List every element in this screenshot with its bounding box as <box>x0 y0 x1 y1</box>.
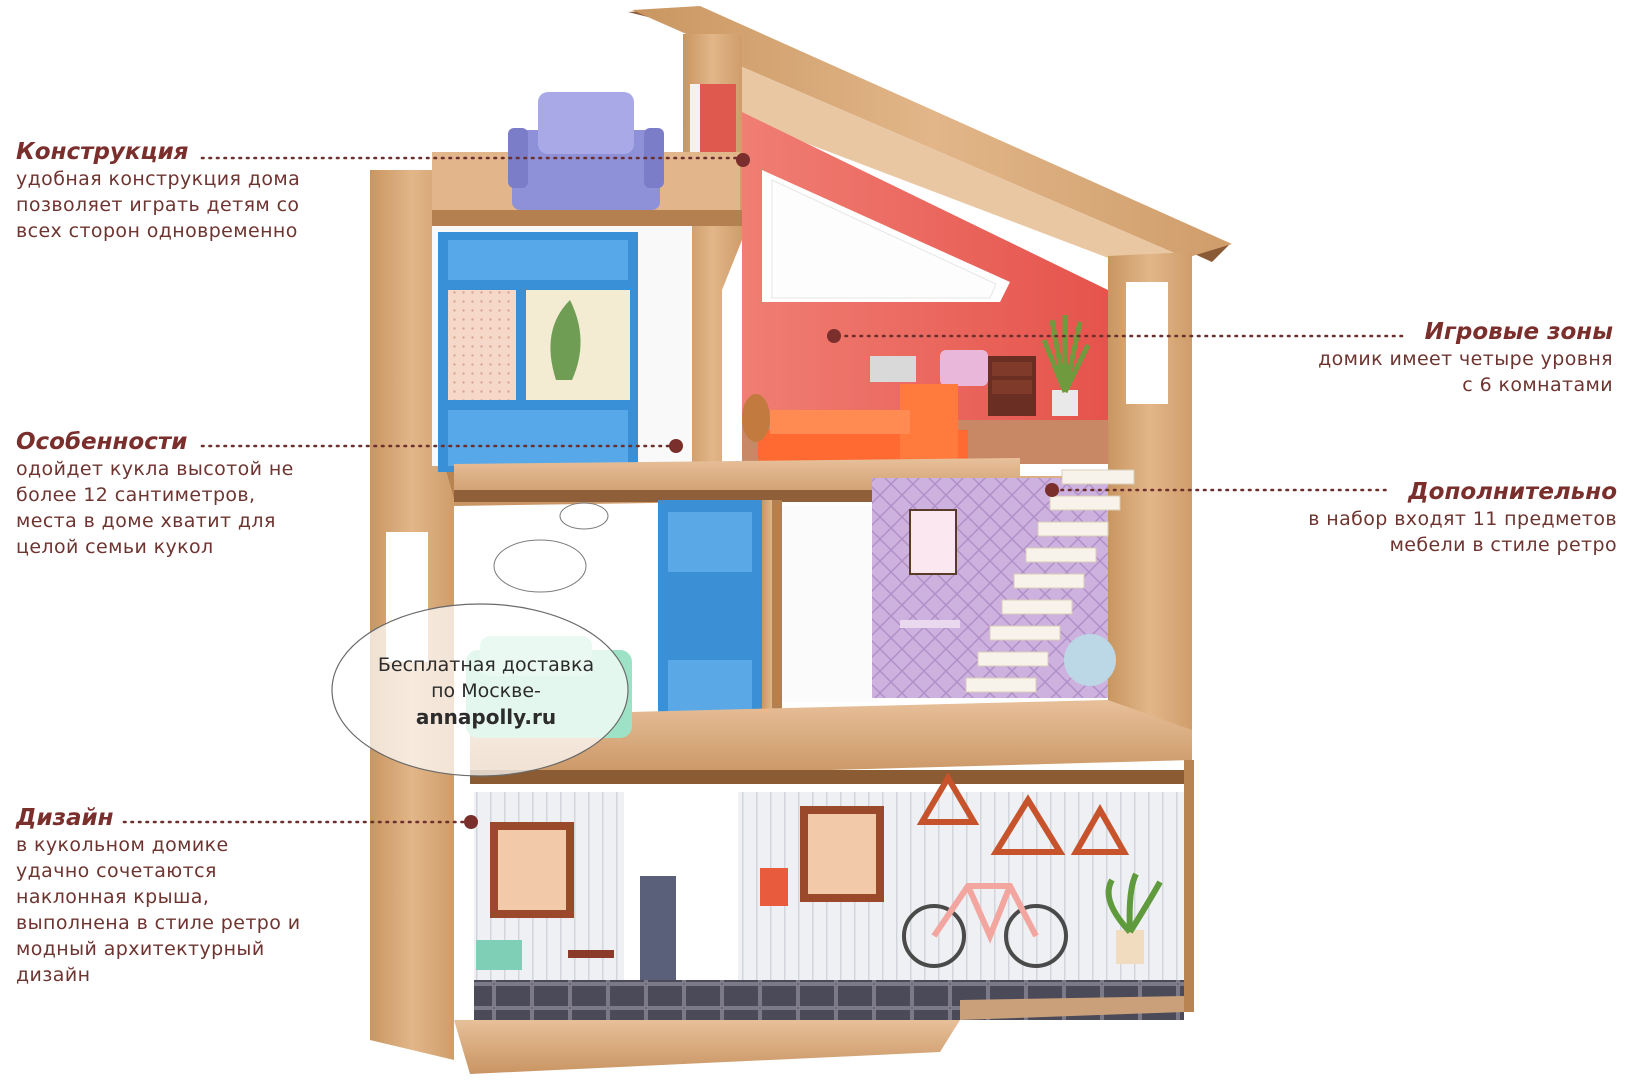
top-balcony <box>432 92 742 226</box>
callout-play-zones-title: Игровые зоны <box>1424 319 1613 345</box>
leader-dots <box>464 153 1059 829</box>
callout-construction-line: всех сторон одновременно <box>16 220 298 242</box>
callout-features: Особенности одойдет кукла высотой не бол… <box>16 428 294 560</box>
callout-design-line: наклонная крыша, <box>16 886 210 908</box>
callout-design-title: Дизайн <box>16 805 114 831</box>
callout-features-line: целой семьи кукол <box>16 536 214 558</box>
callout-extra-line: мебели в стиле ретро <box>1389 534 1617 556</box>
callout-design: Дизайн в кукольном домике удачно сочетаю… <box>16 804 300 988</box>
callout-extra-title: Дополнительно <box>1408 479 1617 505</box>
callout-extra-line: в набор входят 11 предметов <box>1308 508 1617 530</box>
promo-delivery: Бесплатная доставка по Москве- annapolly… <box>336 652 636 730</box>
callout-features-title: Особенности <box>16 429 188 455</box>
attic-room <box>742 112 1192 760</box>
callout-construction-line: позволяет играть детям со <box>16 194 300 216</box>
callout-extra: Дополнительно в набор входят 11 предмето… <box>1308 478 1617 558</box>
callout-play-zones: Игровые зоны домик имеет четыре уровня с… <box>1318 318 1613 398</box>
leader-lines <box>122 156 1404 824</box>
roof <box>628 6 1232 270</box>
callout-construction-line: удобная конструкция дома <box>16 168 301 190</box>
promo-line: по Москве- <box>431 680 541 702</box>
callout-features-line: одойдет кукла высотой не <box>16 458 294 480</box>
promo-line: Бесплатная доставка <box>377 654 595 676</box>
central-wall <box>683 34 742 470</box>
lilac-room <box>872 469 1135 719</box>
callout-design-line: удачно сочетаются <box>16 860 217 882</box>
callout-design-line: в кукольном домике <box>16 834 229 856</box>
callout-design-line: модный архитектурный <box>16 938 265 960</box>
callout-features-line: места в доме хватит для <box>16 510 276 532</box>
base <box>454 760 1194 1074</box>
callout-construction: Конструкция удобная конструкция дома поз… <box>16 138 300 244</box>
promo-site-link[interactable]: annapolly.ru <box>415 705 557 729</box>
callout-play-zones-line: домик имеет четыре уровня <box>1318 348 1613 370</box>
callout-design-line: дизайн <box>16 964 91 986</box>
promo-bubbles <box>331 502 629 777</box>
second-floor-left <box>432 226 692 472</box>
callout-design-line: выполнена в стиле ретро и <box>16 912 301 934</box>
callout-construction-title: Конструкция <box>16 139 189 165</box>
callout-features-line: более 12 сантиметров, <box>16 484 256 506</box>
callout-play-zones-line: с 6 комнатами <box>1462 374 1613 396</box>
ground-floor <box>474 772 1184 1020</box>
